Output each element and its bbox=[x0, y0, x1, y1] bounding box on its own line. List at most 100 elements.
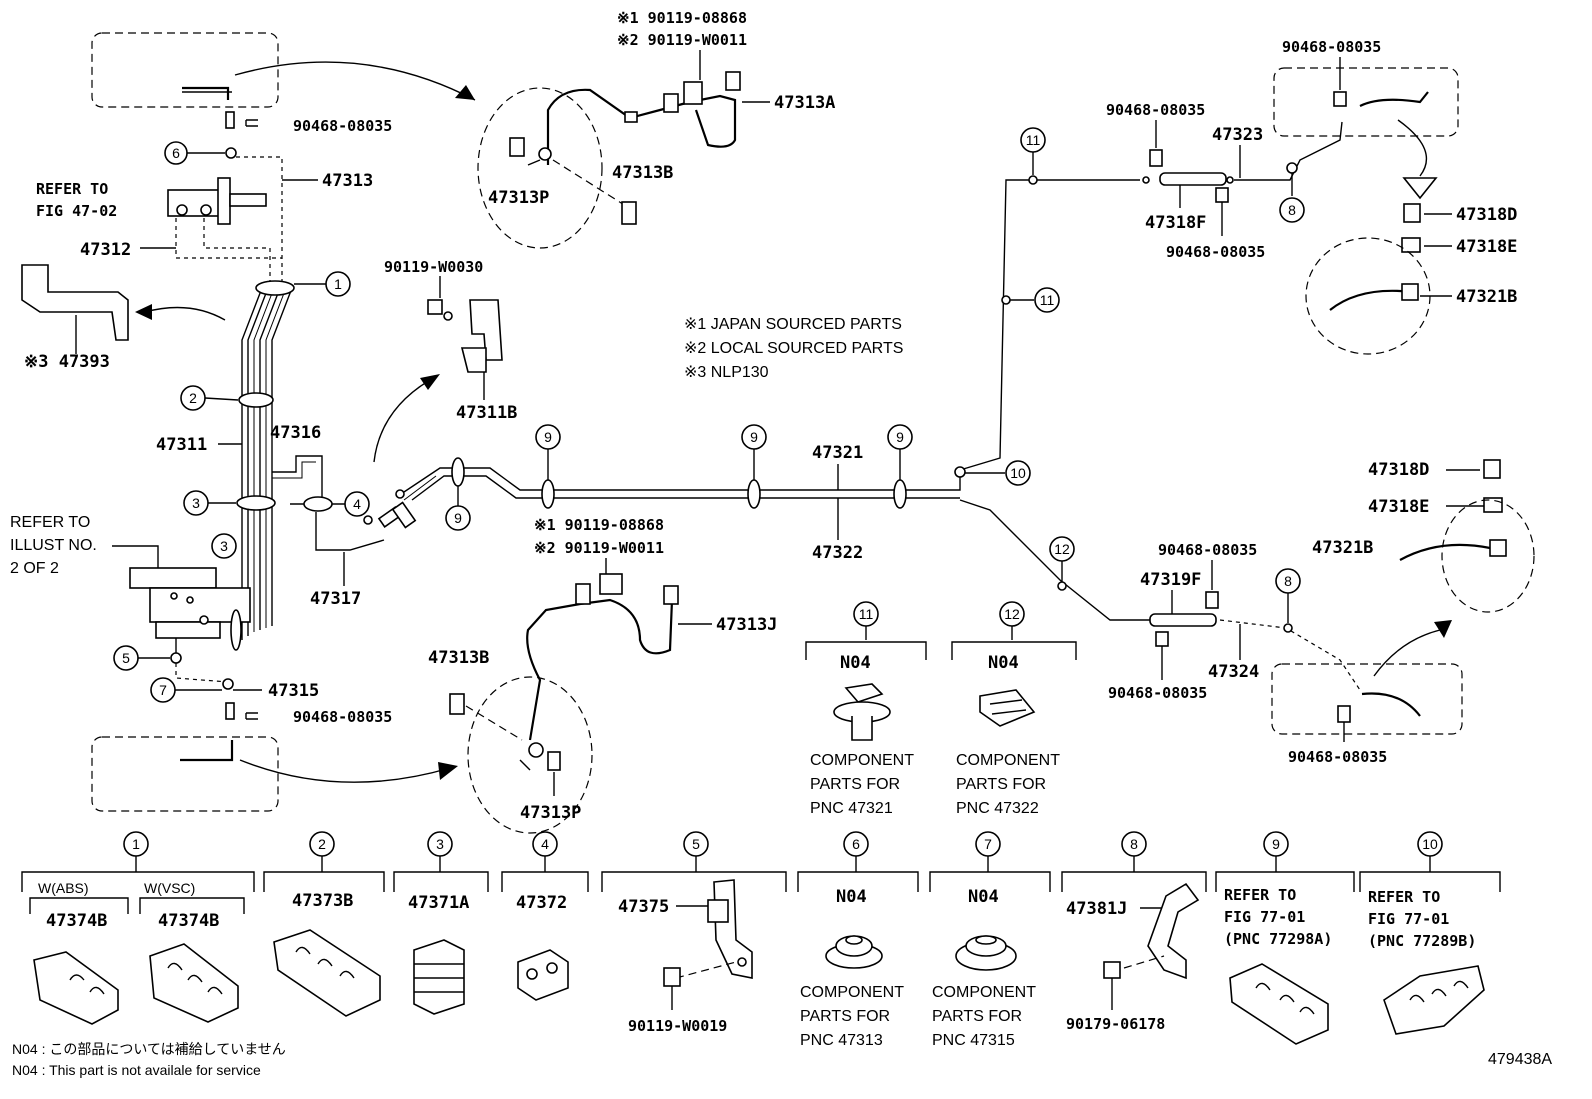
note-japan-sourced: ※1 JAPAN SOURCED PARTS bbox=[684, 316, 902, 333]
clip-icon bbox=[1215, 187, 1229, 203]
label-47393: ※3 47393 bbox=[24, 352, 110, 372]
svg-text:9: 9 bbox=[454, 510, 462, 526]
label-47311b: 47311B bbox=[456, 403, 517, 423]
clip-icon bbox=[225, 702, 235, 720]
label-90468-r1: 90468-08035 bbox=[1106, 101, 1205, 119]
footnote-en: N04 : This part is not availale for serv… bbox=[12, 1062, 261, 1078]
label-47323: 47323 bbox=[1212, 125, 1263, 145]
fitting-47313p-bottom bbox=[519, 742, 561, 771]
hose-47321b-top bbox=[1329, 289, 1413, 311]
svg-text:9: 9 bbox=[750, 429, 758, 445]
detail-box-top-left bbox=[91, 32, 279, 108]
svg-text:3: 3 bbox=[192, 495, 200, 511]
svg-text:12: 12 bbox=[1054, 541, 1070, 557]
clamp-9 bbox=[451, 457, 465, 487]
label-47318e-bottom: 47318E bbox=[1368, 497, 1429, 517]
callout-1 bbox=[325, 271, 351, 297]
callout-3-lower bbox=[211, 533, 237, 559]
two-of-two-label: 2 OF 2 bbox=[10, 560, 59, 577]
hose-end-top-left bbox=[182, 86, 230, 100]
detail-box-bottom-right bbox=[1271, 663, 1463, 735]
b10-refer: REFER TO bbox=[1368, 888, 1440, 906]
label-47374b-vsc: 47374B bbox=[158, 911, 219, 931]
bracket-47311b-icon bbox=[427, 299, 503, 373]
label-47313b-bottom: 47313B bbox=[428, 648, 489, 668]
clip-icon bbox=[1149, 149, 1163, 167]
label-90468-top-left: 90468-08035 bbox=[293, 117, 392, 135]
box12-code: N04 bbox=[988, 653, 1019, 673]
illust-no-label: ILLUST NO. bbox=[10, 537, 97, 554]
grommet-n04-icon bbox=[955, 935, 1017, 971]
label-47324: 47324 bbox=[1208, 662, 1259, 682]
clip-icon bbox=[1205, 591, 1219, 609]
bracket-47381j-icon bbox=[1147, 882, 1200, 980]
hose-47319f bbox=[1149, 613, 1217, 627]
callout-8 bbox=[1275, 568, 1301, 594]
b9-refer: REFER TO bbox=[1224, 886, 1296, 904]
svg-text:7: 7 bbox=[159, 682, 167, 698]
clip-icon bbox=[225, 111, 235, 129]
label-47372: 47372 bbox=[516, 893, 567, 913]
b10-pnc: (PNC 77289B) bbox=[1368, 932, 1476, 950]
label-47313b-top: 47313B bbox=[612, 163, 673, 183]
refer-to-label: REFER TO bbox=[36, 180, 108, 198]
svg-text:7: 7 bbox=[984, 836, 992, 852]
clamp-4 bbox=[303, 496, 333, 512]
w-abs-label: W(ABS) bbox=[38, 880, 89, 896]
label-90468-r3: 90468-08035 bbox=[1166, 243, 1265, 261]
svg-text:6: 6 bbox=[852, 836, 860, 852]
grommet-n04-icon bbox=[825, 935, 883, 969]
b10-fig: FIG 77-01 bbox=[1368, 910, 1449, 928]
detail-box-top-right bbox=[1273, 67, 1459, 137]
callout-9 bbox=[741, 424, 767, 450]
label-47318f: 47318F bbox=[1145, 213, 1206, 233]
fig-47-02-label: FIG 47-02 bbox=[36, 202, 117, 220]
label-47313p-bottom: 47313P bbox=[520, 803, 581, 823]
clamp-47374b-vsc-icon bbox=[149, 943, 239, 1023]
label-90468-bottom-left: 90468-08035 bbox=[293, 708, 392, 726]
b6-line3: PNC 47313 bbox=[800, 1032, 883, 1049]
washer-47318e-top bbox=[1401, 237, 1421, 253]
svg-text:10: 10 bbox=[1010, 465, 1026, 481]
label-90119-08868-top: ※1 90119-08868 bbox=[617, 9, 747, 27]
callout-11 bbox=[1034, 287, 1060, 313]
bolt-47313b-bottom bbox=[449, 693, 465, 715]
svg-text:5: 5 bbox=[692, 836, 700, 852]
label-47317: 47317 bbox=[310, 589, 361, 609]
clip-icon bbox=[1333, 91, 1347, 107]
box11-code: N04 bbox=[840, 653, 871, 673]
clip-n04-icon bbox=[979, 689, 1036, 727]
down-arrow-icon bbox=[1402, 177, 1438, 200]
callout-9 bbox=[445, 505, 471, 531]
callout-8 bbox=[1279, 197, 1305, 223]
svg-text:12: 12 bbox=[1004, 606, 1020, 622]
svg-text:8: 8 bbox=[1130, 836, 1138, 852]
callout-9 bbox=[535, 424, 561, 450]
svg-text:8: 8 bbox=[1288, 202, 1296, 218]
b6-line1: COMPONENT bbox=[800, 984, 904, 1001]
label-47316: 47316 bbox=[270, 423, 321, 443]
detail-circle-top bbox=[477, 87, 603, 249]
label-47318d-top: 47318D bbox=[1456, 205, 1517, 225]
svg-text:2: 2 bbox=[318, 836, 326, 852]
clamp-9 bbox=[541, 479, 555, 509]
b7-line2: PARTS FOR bbox=[932, 1008, 1022, 1025]
label-47319f: 47319F bbox=[1140, 570, 1201, 590]
clamp-77289b-icon bbox=[1383, 965, 1485, 1035]
label-47321b-bottom: 47321B bbox=[1312, 538, 1373, 558]
b7-code: N04 bbox=[968, 887, 999, 907]
label-47311: 47311 bbox=[156, 435, 207, 455]
label-90119-w0019: 90119-W0019 bbox=[628, 1017, 727, 1035]
svg-text:5: 5 bbox=[122, 650, 130, 666]
clamp-1 bbox=[255, 280, 295, 296]
w-vsc-label: W(VSC) bbox=[144, 880, 195, 896]
label-47322: 47322 bbox=[812, 543, 863, 563]
box11-line1: COMPONENT bbox=[810, 752, 914, 769]
b9-pnc: (PNC 77298A) bbox=[1224, 930, 1332, 948]
label-47318d-bottom: 47318D bbox=[1368, 460, 1429, 480]
pipe-bundle-main bbox=[241, 287, 293, 640]
b7-line3: PNC 47315 bbox=[932, 1032, 1015, 1049]
svg-text:9: 9 bbox=[1272, 836, 1280, 852]
label-90179-06178: 90179-06178 bbox=[1066, 1015, 1165, 1033]
